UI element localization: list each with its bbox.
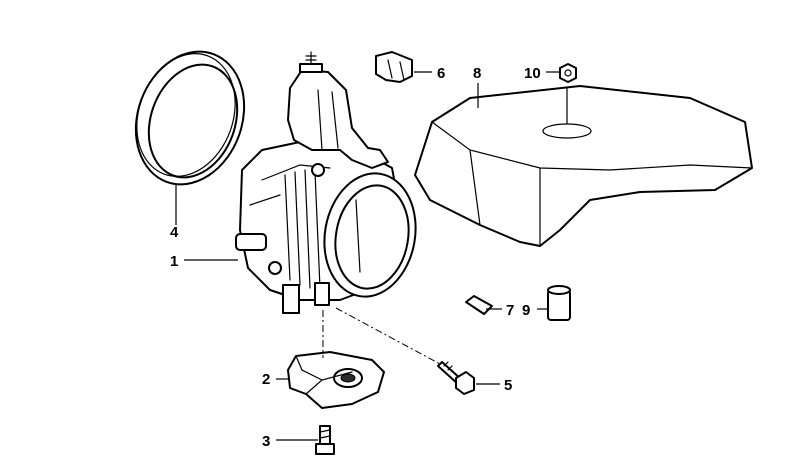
clip [375, 51, 413, 83]
callout-6: 6 [437, 65, 445, 82]
callout-8: 8 [473, 65, 481, 82]
callout-3: 3 [262, 433, 270, 450]
throttle-housing [235, 51, 417, 314]
callout-4: 4 [170, 224, 179, 241]
position-sensor [287, 310, 385, 409]
callout-9: 9 [522, 302, 530, 319]
callout-10: 10 [524, 65, 541, 82]
callout-7: 7 [506, 302, 514, 319]
screw [315, 425, 335, 455]
callout-5: 5 [504, 377, 512, 394]
callout-1: 1 [170, 253, 178, 270]
sleeve [547, 285, 571, 321]
leader-lines [175, 71, 560, 441]
callout-2: 2 [262, 371, 270, 388]
ring-seal [134, 50, 246, 186]
nut [559, 63, 577, 83]
bolt-large [335, 307, 475, 395]
cover [414, 85, 753, 247]
pin [465, 295, 493, 315]
